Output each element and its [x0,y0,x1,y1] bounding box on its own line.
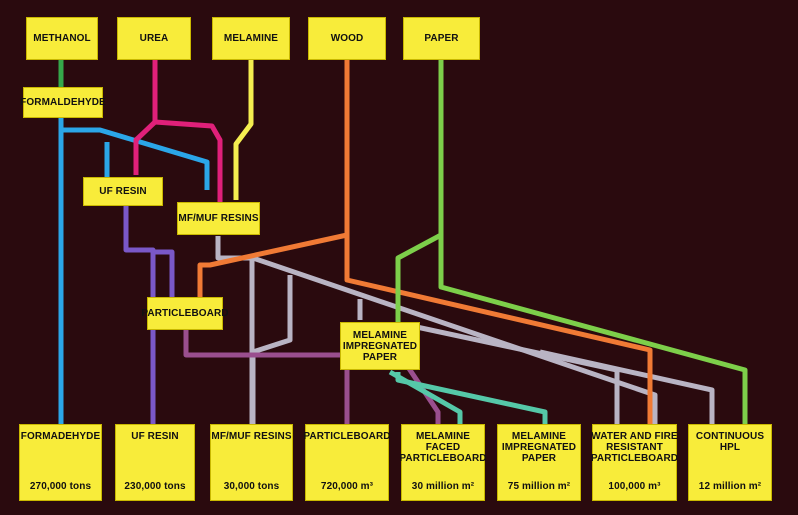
output-label: MF/MUF RESINS [211,431,292,442]
line-urea [133,60,158,175]
node-uf-resin-label: UF RESIN [99,186,147,197]
output-particleboard: PARTICLEBOARD 720,000 m³ [303,424,391,501]
node-formaldehyde: FORMALDEHYDE [20,87,106,118]
line-paper-to-hpl [438,235,748,424]
output-value: 30 million m² [411,481,475,492]
node-methanol: METHANOL [26,17,98,60]
node-mf-muf-resins: MF/MUF RESINS [177,202,260,235]
node-urea-label: UREA [139,33,169,44]
output-uf-resin: UF RESIN 230,000 tons [115,424,195,501]
line-mf-to-mip [250,275,293,424]
node-paper-label: PAPER [424,33,459,44]
line-urea-to-mf [154,119,223,205]
output-melamine-impregnated-paper: MELAMINE IMPREGNATED PAPER 75 million m² [497,424,581,501]
node-methanol-label: METHANOL [33,33,91,44]
output-value: 100,000 m³ [608,481,661,492]
line-melamine-to-mf [233,60,254,200]
node-melamine: MELAMINE [212,17,290,60]
node-formaldehyde-label: FORMALDEHYDE [20,97,106,108]
output-melamine-faced-particleboard: MELAMINE FACED PARTICLEBOARD 30 million m… [399,424,487,501]
output-continuous-hpl: CONTINUOUS HPL 12 million m² [688,424,772,501]
line-mf-to-hpl2 [539,349,715,424]
node-paper: PAPER [403,17,480,60]
node-wood: WOOD [308,17,386,60]
output-label: MELAMINE IMPREGNATED PAPER [501,431,577,464]
output-formadehyde: FORMADEHYDE 270,000 tons [19,424,102,501]
output-water-fire-resistant-particleboard: WATER AND FIRE RESISTANT PARTICLEBOARD 10… [590,424,679,501]
node-melamine-label: MELAMINE [223,33,279,44]
node-mf-muf-resins-label: MF/MUF RESINS [178,213,259,224]
line-uf-resin-output [123,205,156,424]
output-value: 30,000 tons [223,481,280,492]
node-particleboard-label: PARTICLEBOARD [141,308,229,319]
node-mip-label: MELAMINE IMPREGNATED PAPER [342,329,418,363]
node-melamine-impregnated-paper: MELAMINE IMPREGNATED PAPER [340,322,420,370]
output-value: 12 million m² [698,481,762,492]
node-urea: UREA [117,17,191,60]
line-mip-to-output [395,372,548,424]
output-value: 720,000 m³ [320,481,374,492]
line-uf-to-particleboard [153,249,175,298]
output-value: 270,000 tons [29,481,92,492]
output-value: 75 million m² [507,481,571,492]
output-mf-muf-resins: MF/MUF RESINS 30,000 tons [210,424,293,501]
node-particleboard: PARTICLEBOARD [141,297,229,330]
output-label: UF RESIN [131,431,179,442]
output-label: MELAMINE FACED PARTICLEBOARD [399,431,487,464]
output-label: FORMADEHYDE [20,431,101,442]
output-value: 230,000 tons [124,481,186,492]
output-label: WATER AND FIRE RESISTANT PARTICLEBOARD [590,431,679,464]
node-wood-label: WOOD [330,33,364,44]
output-label: PARTICLEBOARD [303,431,391,442]
line-pb-output [183,330,350,424]
node-uf-resin: UF RESIN [83,177,163,206]
line-wood [197,60,350,300]
line-paper [395,60,444,322]
line-formaldehyde-to-resins [61,127,210,190]
output-label: CONTINUOUS HPL [695,431,765,453]
line-mf-to-hpl [411,323,620,424]
line-wood-to-output [344,235,653,424]
